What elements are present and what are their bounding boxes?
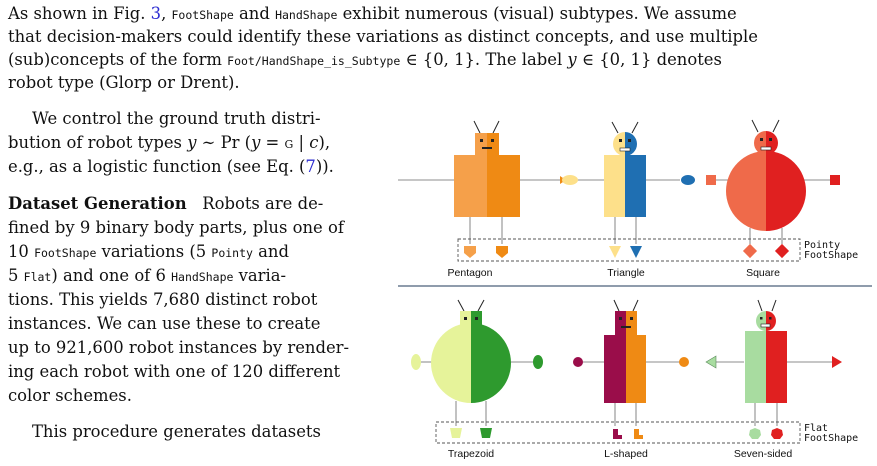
hand-left bbox=[573, 357, 583, 367]
foot-heptagon-left bbox=[749, 428, 761, 439]
text: ∈ {0, 1} denotes bbox=[576, 50, 722, 69]
foot-triangle-left bbox=[609, 246, 621, 258]
text: bution of robot types bbox=[8, 133, 188, 152]
paragraph-line: up to 921,600 robot instances by render- bbox=[8, 338, 350, 357]
group-label: FootShape bbox=[804, 250, 858, 261]
foot-l-right bbox=[634, 429, 643, 439]
text: ), bbox=[318, 133, 331, 152]
label-triangle: Triangle bbox=[607, 267, 645, 279]
code-term: HandShape bbox=[275, 8, 338, 22]
robot-triangle: Triangle bbox=[562, 121, 695, 279]
text: e.g., as a logistic function (see Eq. ( bbox=[8, 157, 306, 176]
paragraph-line: instances. We can use these to create bbox=[8, 314, 321, 333]
text: ∈ {0, 1}. The label bbox=[400, 50, 568, 69]
head bbox=[756, 311, 766, 331]
text: (sub)concepts of the form bbox=[8, 50, 228, 69]
text: exhibit numerous (visual) subtypes. We a… bbox=[337, 4, 737, 23]
flat-group-box bbox=[435, 421, 801, 444]
paragraph-line: (sub)concepts of the form Foot/HandShape… bbox=[8, 48, 870, 73]
text: | bbox=[293, 133, 310, 152]
group-label: Pointy bbox=[804, 240, 840, 251]
foot-heptagon-right bbox=[771, 428, 783, 439]
foot-l-left bbox=[613, 429, 622, 439]
robot-pentagon: Pentagon bbox=[398, 120, 566, 279]
text: varia- bbox=[233, 266, 287, 285]
label-trapezoid: Trapezoid bbox=[448, 448, 494, 460]
figure-ref[interactable]: 3 bbox=[150, 4, 162, 23]
robot-square: Square bbox=[706, 119, 840, 279]
text: 10 bbox=[8, 242, 35, 261]
body bbox=[726, 151, 766, 231]
equation-ref[interactable]: 7 bbox=[305, 157, 316, 176]
code-term: FootShape bbox=[171, 8, 234, 22]
paragraph-line: that decision-makers could identify thes… bbox=[8, 27, 758, 46]
robot-l-shaped: L-shaped bbox=[573, 299, 689, 460]
hand-right bbox=[679, 357, 689, 367]
foot-square-left bbox=[742, 243, 758, 259]
math-var: c bbox=[309, 133, 319, 152]
foot-trapezoid-right bbox=[480, 428, 492, 438]
code-term: FootShape bbox=[34, 246, 97, 260]
text: and bbox=[252, 242, 289, 261]
math-const: G bbox=[284, 138, 294, 151]
code-term: HandShape bbox=[171, 270, 234, 284]
head bbox=[613, 132, 625, 156]
text: 5 bbox=[8, 266, 24, 285]
hand-right bbox=[533, 355, 543, 369]
text: ∼ Pr ( bbox=[196, 133, 252, 152]
robot-trapezoid: Trapezoid bbox=[411, 299, 543, 460]
paragraph-line: ing each robot with one of 120 different bbox=[8, 362, 341, 381]
paragraph-line: robot type (Glorp or Drent). bbox=[8, 73, 240, 92]
paragraph-line: This procedure generates datasets bbox=[32, 422, 321, 441]
foot-square-right bbox=[774, 243, 790, 259]
hand-left bbox=[411, 354, 421, 370]
paragraph-line: bution of robot types y ∼ Pr (y = G | c)… bbox=[8, 131, 388, 156]
code-term: Foot/HandShape_is_Subtype bbox=[227, 54, 401, 68]
hand-right bbox=[830, 175, 840, 185]
hand-left bbox=[562, 175, 578, 185]
foot-triangle-right bbox=[630, 246, 642, 258]
group-label: FootShape bbox=[804, 433, 858, 444]
text: = bbox=[260, 133, 285, 152]
foot-trapezoid-left bbox=[450, 428, 462, 438]
pointy-group-box bbox=[457, 238, 801, 262]
paragraph-line: 10 FootShape variations (5 Pointy and bbox=[8, 240, 388, 265]
math-var: y bbox=[187, 133, 197, 152]
label-l-shaped: L-shaped bbox=[604, 448, 648, 460]
label-square: Square bbox=[746, 267, 780, 279]
paragraph-line: Dataset Generation Robots are de- bbox=[8, 192, 388, 215]
paragraph-line: We control the ground truth distri- bbox=[32, 109, 321, 128]
foot-pentagon-right bbox=[496, 246, 508, 258]
paragraph-line: color schemes. bbox=[8, 386, 132, 405]
math-var: y bbox=[251, 133, 261, 152]
paragraph-line: 5 Flat) and one of 6 HandShape varia- bbox=[8, 264, 388, 289]
text: and bbox=[233, 4, 276, 23]
math-var: y bbox=[567, 50, 577, 69]
robot-seven-sided: Seven-sided bbox=[705, 299, 842, 460]
paragraph-line: e.g., as a logistic function (see Eq. (7… bbox=[8, 155, 388, 178]
text: ) and one of 6 bbox=[51, 266, 172, 285]
group-label: Flat bbox=[804, 423, 828, 434]
paragraph-line: As shown in Fig. 3, FootShape and HandSh… bbox=[8, 2, 870, 27]
body bbox=[431, 323, 471, 403]
paragraph-line: fined by 9 binary body parts, plus one o… bbox=[8, 218, 344, 237]
label-seven-sided: Seven-sided bbox=[734, 448, 793, 460]
hand-right bbox=[681, 175, 695, 185]
section-heading: Dataset Generation bbox=[8, 194, 187, 213]
hand-left bbox=[706, 175, 716, 185]
text: )). bbox=[315, 157, 334, 176]
label-pentagon: Pentagon bbox=[448, 267, 493, 279]
code-term: Flat bbox=[23, 270, 52, 284]
hand-right bbox=[832, 356, 842, 368]
robot-figure: Pentagon Triangle bbox=[398, 119, 872, 460]
text: variations (5 bbox=[96, 242, 212, 261]
code-term: Pointy bbox=[211, 246, 253, 260]
paragraph-line: tions. This yields 7,680 distinct robot bbox=[8, 290, 318, 309]
text: Robots are de- bbox=[202, 194, 324, 213]
foot-pentagon-left bbox=[464, 246, 476, 258]
text: , bbox=[161, 4, 172, 23]
hand-left bbox=[705, 355, 717, 369]
text: As shown in Fig. bbox=[8, 4, 151, 23]
